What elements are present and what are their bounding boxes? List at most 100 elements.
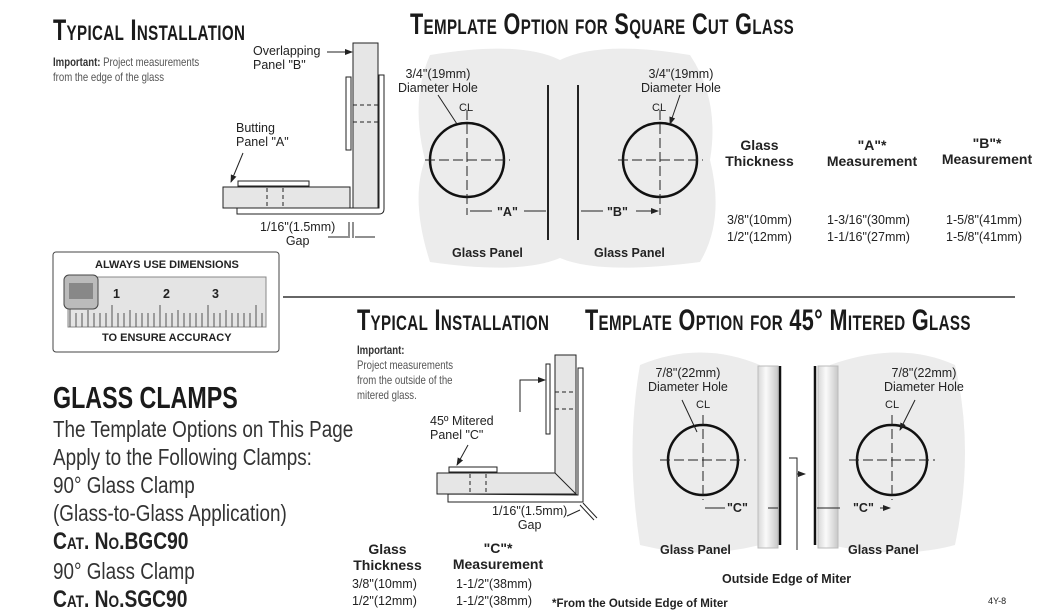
- col-header-a: "A"*Measurement: [822, 137, 922, 169]
- b-dimension-label: "B": [607, 205, 628, 219]
- glass-panel-label: Glass Panel: [660, 543, 731, 557]
- tape-bottom-text: TO ENSURE ACCURACY: [102, 332, 232, 344]
- important-label: Important:: [53, 55, 101, 69]
- glass-panel-label: Glass Panel: [594, 246, 665, 260]
- butting-line-1: Butting: [236, 121, 275, 135]
- centerline-mark: CL: [696, 399, 711, 411]
- c-dimension-label: "C": [853, 501, 874, 515]
- cell: 1-1/2"(38mm): [456, 577, 532, 591]
- centerline-mark: CL: [459, 102, 474, 114]
- glass-panel-label: Glass Panel: [848, 543, 919, 557]
- header-line: Glass: [368, 541, 407, 557]
- mitered-line-1: 45º Mitered: [430, 414, 494, 428]
- clamps-line: The Template Options on This Page: [53, 416, 354, 442]
- tape-top-text: ALWAYS USE DIMENSIONS: [95, 259, 239, 271]
- important-text-2: from the edge of the glass: [53, 70, 164, 84]
- header-line: "B"*: [972, 135, 1002, 151]
- table-row: 1-1/2"(38mm) 1-1/2"(38mm): [456, 576, 532, 610]
- hole-label-right: 3/4"(19mm)Diameter Hole: [641, 67, 721, 95]
- gap-line-2: Gap: [517, 518, 542, 532]
- overlap-line-1: Overlapping: [253, 44, 321, 58]
- typical-installation-title-2: Typical Installation: [357, 304, 550, 337]
- col-header-b: "B"*Measurement: [937, 135, 1037, 167]
- cell: 1/2"(12mm): [352, 594, 417, 608]
- important-text: Project measurements: [357, 358, 454, 372]
- catalog-number-sgc90: Cat. No.SGC90: [53, 586, 187, 614]
- page-number: 4Y-8: [988, 596, 1007, 606]
- gap-label-2: 1/16"(1.5mm)Gap: [492, 504, 567, 532]
- hole-label-left: 3/4"(19mm)Diameter Hole: [398, 67, 478, 95]
- header-line: Thickness: [353, 557, 422, 573]
- corner-diagram-square: [222, 42, 385, 238]
- clamps-line: Apply to the Following Clamps:: [53, 444, 312, 470]
- tape-tick-1: 1: [113, 287, 120, 301]
- cell: 1/2"(12mm): [727, 230, 792, 244]
- c-dimension-label: "C": [727, 501, 748, 515]
- table-row: 1-5/8"(41mm) 1-5/8"(41mm): [946, 212, 1022, 246]
- col-header-c: "C"*Measurement: [448, 540, 548, 572]
- hole-size: 7/8"(22mm): [891, 366, 957, 380]
- footnote: *From the Outside Edge of Miter: [552, 598, 728, 610]
- header-line: Glass: [740, 137, 779, 153]
- hole-text: Diameter Hole: [648, 380, 728, 394]
- cell: 1-3/16"(30mm): [827, 213, 910, 227]
- tape-tick-2: 2: [163, 287, 170, 301]
- cat-number: SGC90: [124, 586, 188, 613]
- clamps-line: 90° Glass Clamp: [53, 558, 195, 584]
- glass-clamps-heading: GLASS CLAMPS: [53, 380, 238, 415]
- gap-label: 1/16"(1.5mm)Gap: [260, 220, 335, 248]
- gap-line-2: Gap: [285, 234, 310, 248]
- header-line: Thickness: [725, 153, 794, 169]
- cell: 1-1/2"(38mm): [456, 594, 532, 608]
- cell: 1-1/16"(27mm): [827, 230, 910, 244]
- important-label: Important:: [357, 343, 405, 357]
- clamps-line: 90° Glass Clamp: [53, 472, 195, 498]
- cat-prefix: Cat. No.: [53, 528, 125, 555]
- outside-edge-label: Outside Edge of Miter: [722, 572, 852, 586]
- gap-line-1: 1/16"(1.5mm): [492, 504, 568, 518]
- hole-size: 3/4"(19mm): [648, 67, 714, 81]
- hole-size: 7/8"(22mm): [655, 366, 721, 380]
- header-line: Measurement: [826, 153, 918, 169]
- cell: 3/8"(10mm): [727, 213, 792, 227]
- header-line: Measurement: [941, 151, 1033, 167]
- cat-prefix: Cat. No.: [53, 586, 125, 613]
- tape-measure-illustration: [52, 251, 280, 353]
- mitered-template-diagram: [632, 352, 965, 553]
- cell: 1-5/8"(41mm): [946, 230, 1022, 244]
- important-text: from the outside of the: [357, 373, 453, 387]
- cell: 1-5/8"(41mm): [946, 213, 1022, 227]
- mitered-template-title: Template Option for 45° Mitered Glass: [585, 304, 971, 337]
- catalog-number-bgc90: Cat. No.BGC90: [53, 528, 188, 556]
- hole-text: Diameter Hole: [641, 81, 721, 95]
- hole-text: Diameter Hole: [398, 81, 478, 95]
- hole-size: 3/4"(19mm): [405, 67, 471, 81]
- centerline-mark: CL: [652, 102, 667, 114]
- clamps-line: (Glass-to-Glass Application): [53, 500, 287, 526]
- hole-text: Diameter Hole: [884, 380, 964, 394]
- tape-tick-3: 3: [212, 287, 219, 301]
- square-template-title: Template Option for Square Cut Glass: [410, 8, 795, 41]
- glass-panel-label: Glass Panel: [452, 246, 523, 260]
- centerline-mark: CL: [885, 399, 900, 411]
- butting-line-2: Panel "A": [236, 135, 289, 149]
- a-dimension-label: "A": [497, 205, 518, 219]
- important-text: mitered glass.: [357, 388, 417, 402]
- header-line: "A"*: [857, 137, 887, 153]
- important-text-1: Project measurements: [103, 55, 200, 69]
- cat-number: BGC90: [124, 528, 189, 555]
- header-line: "C"*: [483, 540, 513, 556]
- gap-line-1: 1/16"(1.5mm): [260, 220, 336, 234]
- table-row: 1-3/16"(30mm) 1-1/16"(27mm): [827, 212, 910, 246]
- typical-installation-title: Typical Installation: [53, 14, 246, 47]
- hole-label-left: 7/8"(22mm)Diameter Hole: [648, 366, 728, 394]
